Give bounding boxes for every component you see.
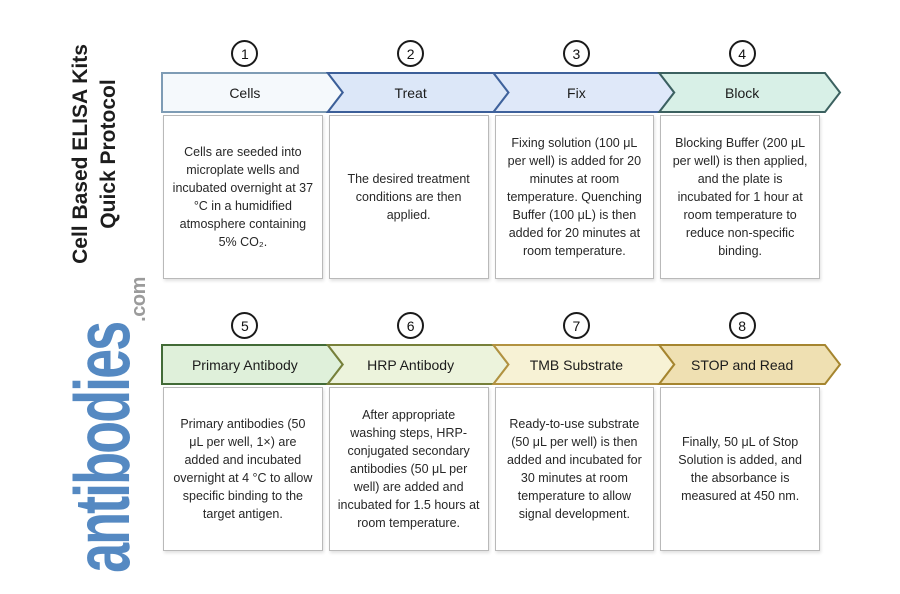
step-description-box: Finally, 50 μL of Stop Solution is added… (660, 387, 820, 551)
step-number-badge: 3 (562, 40, 590, 67)
poster-title-line1: Cell Based ELISA Kits (69, 44, 92, 264)
step-description-box: Blocking Buffer (200 μL per well) is the… (660, 115, 820, 279)
step-description-box: The desired treatment conditions are the… (328, 115, 489, 279)
poster-title-line2: Quick Protocol (97, 79, 120, 229)
step-number-badge: 8 (728, 312, 756, 339)
step-arrow-label: Fix (567, 84, 586, 101)
step-arrow-label: HRP Antibody (367, 356, 455, 373)
logo-wordmark: antibodies (59, 322, 147, 573)
step-number-badge: 6 (397, 312, 425, 339)
step-arrow-label: Cells (229, 84, 261, 101)
step-description-text: Fixing solution (100 μL per well) is add… (506, 135, 642, 259)
step-arrow-label: STOP and Read (691, 356, 794, 373)
step-arrow-label: Treat (394, 84, 427, 101)
poster-title: Cell Based ELISA Kits Quick Protocol (66, 44, 124, 264)
step-description-text: After appropriate washing steps, HRP-con… (337, 407, 480, 531)
step-description-box: After appropriate washing steps, HRP-con… (328, 387, 489, 551)
step-number-badge: 5 (231, 312, 259, 339)
step-number-badge: 1 (231, 40, 259, 67)
step-arrow-shape (657, 72, 842, 113)
step-arrow-shape (657, 344, 842, 385)
step-number-badge: 2 (397, 40, 425, 67)
antibodies-logo: antibodies .com (50, 277, 150, 573)
step-arrow-label: Block (725, 84, 760, 101)
step-arrow-label: TMB Substrate (529, 356, 624, 373)
step-description-box: Fixing solution (100 μL per well) is add… (494, 115, 655, 279)
logo-domain-suffix: .com (128, 277, 150, 322)
step-arrow-label: Primary Antibody (191, 356, 298, 373)
step-description-text: Blocking Buffer (200 μL per well) is the… (672, 135, 808, 259)
step-description-text: Ready-to-use substrate (50 μL per well) … (506, 416, 642, 522)
step-number-badge: 7 (562, 312, 590, 339)
step-number-badge: 4 (728, 40, 756, 67)
step-description-text: Finally, 50 μL of Stop Solution is added… (678, 434, 802, 504)
step-description-box: Ready-to-use substrate (50 μL per well) … (494, 387, 655, 551)
arrow-banner-svg-row-2 (161, 344, 842, 385)
step-description-box: Primary antibodies (50 μL per well, 1×) … (163, 387, 323, 551)
arrow-banner-svg-row-1 (161, 72, 842, 113)
step-description-text: Primary antibodies (50 μL per well, 1×) … (173, 416, 313, 522)
step-description-text: The desired treatment conditions are the… (347, 171, 470, 223)
step-description-box: Cells are seeded into microplate wells a… (163, 115, 323, 279)
step-description-text: Cells are seeded into microplate wells a… (172, 144, 314, 250)
